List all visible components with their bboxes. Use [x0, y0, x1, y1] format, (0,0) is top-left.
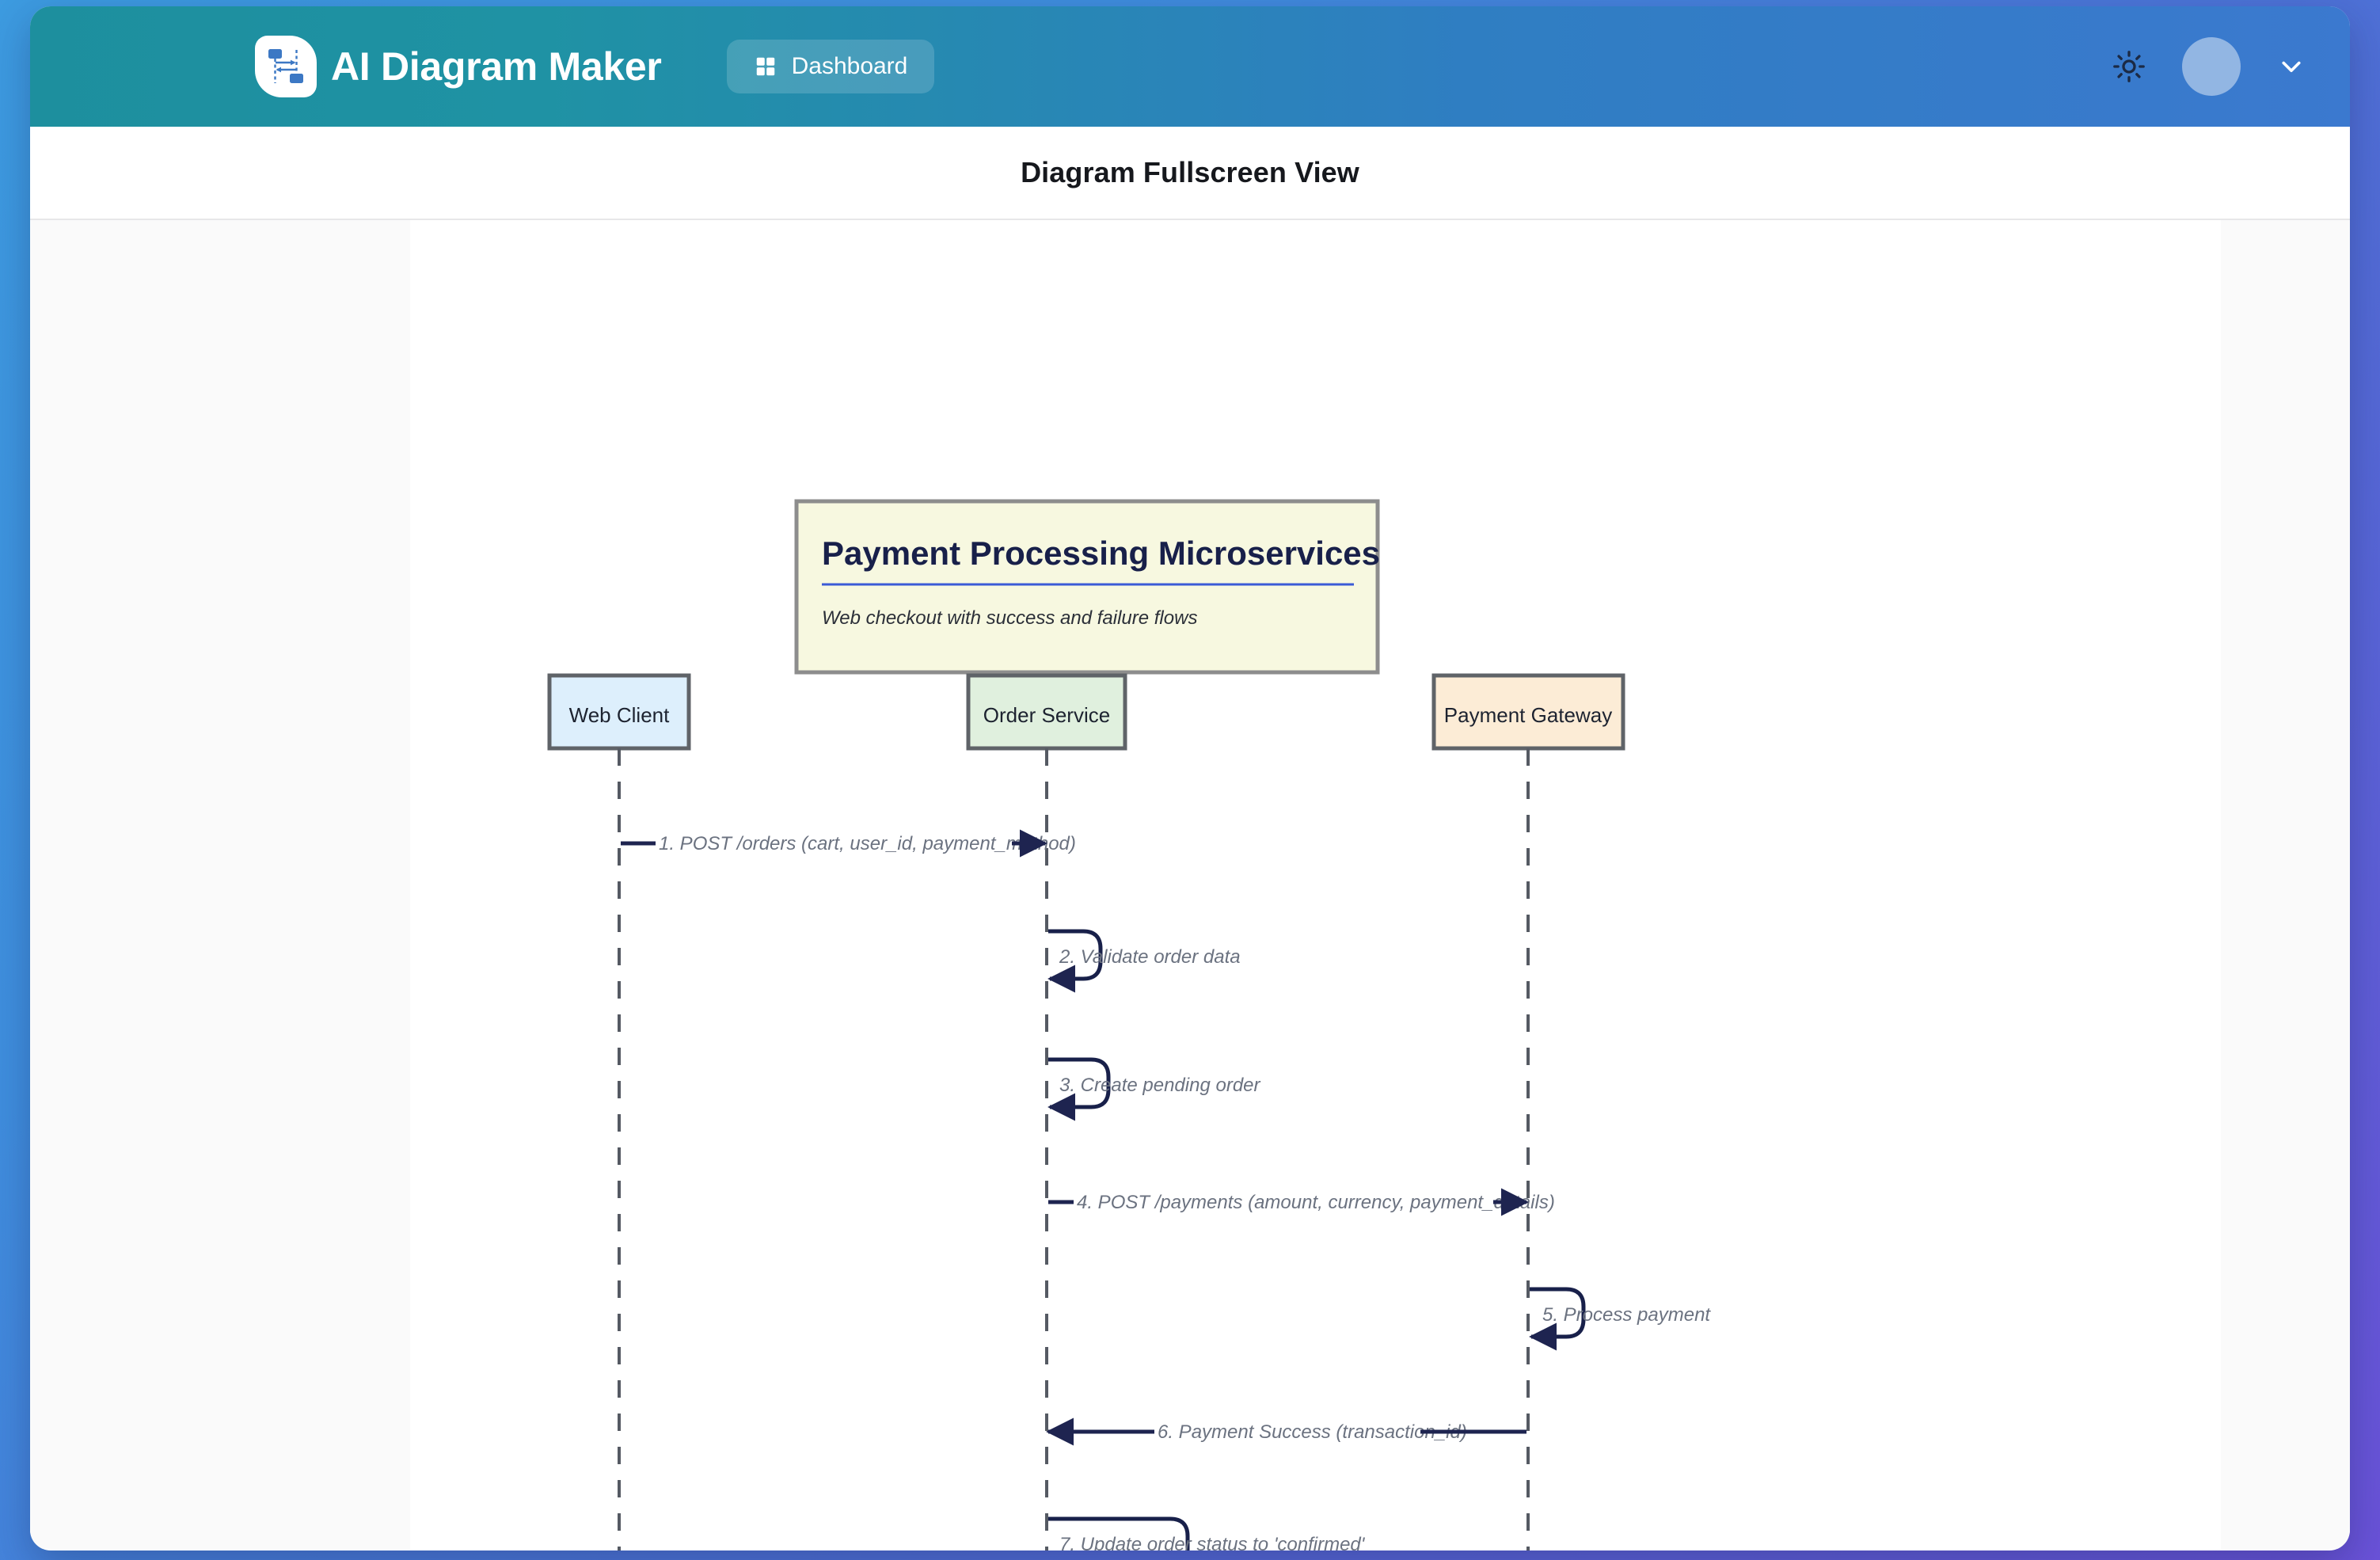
- message-label: 2. Validate order data: [1059, 946, 1241, 968]
- message-label: 7. Update order status to 'confirmed': [1059, 1534, 1366, 1550]
- diagram-subtitle: Web checkout with success and failure fl…: [822, 607, 1197, 629]
- participant-label: Payment Gateway: [1444, 703, 1612, 727]
- diagram-title: Payment Processing Microservices: [822, 535, 1380, 572]
- message-7[interactable]: 7. Update order status to 'confirmed': [1048, 1516, 1366, 1550]
- grid-icon: [754, 55, 777, 78]
- sun-icon[interactable]: [2112, 50, 2146, 83]
- participant-label: Order Service: [983, 703, 1110, 727]
- participant-order-service[interactable]: Order Service: [966, 673, 1127, 1550]
- message-1[interactable]: 1. POST /orders (cart, user_id, payment_…: [621, 829, 1076, 858]
- diagram-canvas-area[interactable]: Payment Processing Microservices Web che…: [30, 220, 2350, 1550]
- message-label: 1. POST /orders (cart, user_id, payment_…: [659, 833, 1076, 854]
- message-label: 5. Process payment: [1542, 1304, 1711, 1326]
- message-label: 3. Create pending order: [1059, 1075, 1261, 1096]
- sequence-diagram-logo-icon: [255, 36, 317, 97]
- message-5[interactable]: 5. Process payment: [1529, 1287, 1711, 1351]
- message-2[interactable]: 2. Validate order data: [1047, 929, 1241, 993]
- page-title-bar: Diagram Fullscreen View: [30, 127, 2350, 220]
- message-label: 6. Payment Success (transaction_id): [1158, 1421, 1467, 1443]
- message-6[interactable]: 6. Payment Success (transaction_id): [1046, 1417, 1526, 1446]
- avatar[interactable]: [2182, 37, 2241, 96]
- nav-actions: [2112, 37, 2306, 96]
- brand[interactable]: AI Diagram Maker: [255, 36, 662, 97]
- app-window: AI Diagram Maker Dashboard: [30, 6, 2350, 1550]
- message-label: 4. POST /payments (amount, currency, pay…: [1077, 1192, 1555, 1213]
- message-4[interactable]: 4. POST /payments (amount, currency, pay…: [1048, 1188, 1555, 1216]
- sequence-diagram[interactable]: Payment Processing Microservices Web che…: [30, 220, 2350, 1550]
- brand-name: AI Diagram Maker: [331, 44, 662, 89]
- nav-item-dashboard[interactable]: Dashboard: [726, 40, 935, 93]
- diagram-sheet: [410, 220, 2221, 1549]
- message-3[interactable]: 3. Create pending order: [1047, 1057, 1261, 1121]
- participant-payment-gateway[interactable]: Payment Gateway: [1431, 673, 1625, 1550]
- top-navigation-bar: AI Diagram Maker Dashboard: [30, 6, 2350, 127]
- page-title: Diagram Fullscreen View: [1021, 156, 1359, 188]
- diagram-title-card: Payment Processing Microservices Web che…: [794, 499, 1380, 675]
- nav-item-dashboard-label: Dashboard: [791, 53, 908, 79]
- chevron-down-icon[interactable]: [2277, 52, 2306, 81]
- participant-web-client[interactable]: Web Client: [547, 673, 691, 1550]
- participant-label: Web Client: [569, 703, 670, 727]
